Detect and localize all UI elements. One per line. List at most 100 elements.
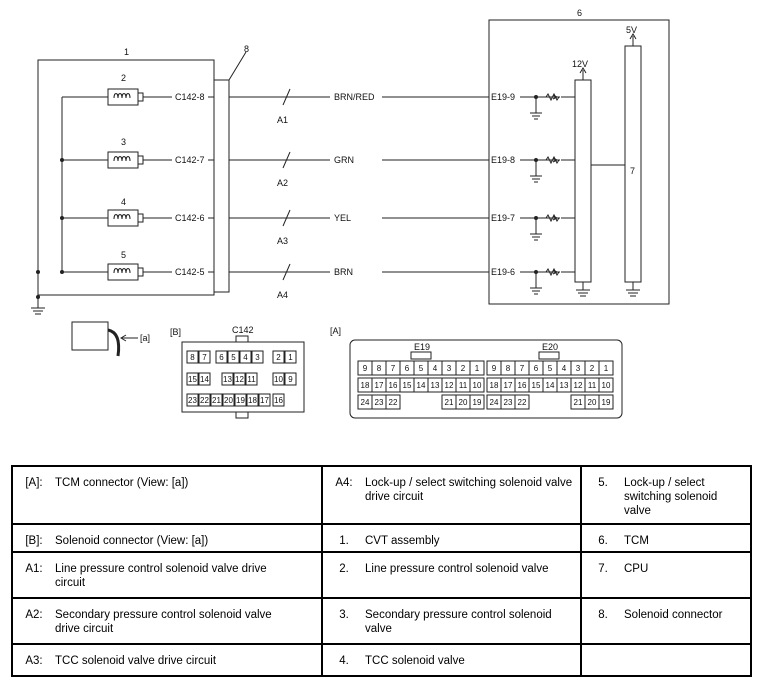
legend-text: Secondary pressure control solenoid valv… (365, 609, 552, 635)
tcm-pin (598, 394, 614, 410)
tcm-pin-number: 22 (389, 398, 398, 407)
tcm-pin-number: 6 (405, 364, 410, 373)
legend-row: A1:Line pressure control solenoid valve … (11, 551, 752, 599)
tcm-pin-number: 14 (417, 381, 426, 390)
c142-pin (233, 372, 246, 386)
c142-pin (251, 350, 264, 364)
tcm-pin (469, 394, 485, 410)
c142-pin-number: 16 (274, 396, 283, 405)
c142-pin (272, 372, 285, 386)
tcm-pin-number: 4 (562, 364, 567, 373)
c142-pin (222, 393, 235, 407)
legend-text: TCM (624, 535, 649, 547)
e19-pin-label: E19-7 (491, 213, 515, 223)
c142-pin-number: 4 (243, 353, 248, 362)
legend-cell: [A]:TCM connector (View: [a]) (11, 465, 323, 525)
legend-text: Solenoid connector (View: [a]) (55, 535, 209, 547)
legend-key: 4. (339, 655, 349, 667)
c142-pin-number: 17 (260, 396, 269, 405)
tcm-pin-number: 9 (363, 364, 368, 373)
tcm-pin-number: 23 (375, 398, 384, 407)
c142-pin (234, 393, 247, 407)
c142-pin-label: C142-8 (175, 92, 205, 102)
c142-pin-label: C142-7 (175, 155, 205, 165)
tcm-pin-number: 20 (588, 398, 597, 407)
c142-pin-number: 2 (276, 353, 281, 362)
legend-cell: 8. Solenoid connector (580, 597, 752, 645)
c142-pin-label: C142-5 (175, 267, 205, 277)
tcm-pin-number: 17 (375, 381, 384, 390)
e19-pin-label: E19-9 (491, 92, 515, 102)
tcm-pin-number: 18 (490, 381, 499, 390)
legend-key: 5. (598, 477, 608, 489)
label-sol4: 4 (121, 197, 126, 207)
tcm-pin-number: 3 (447, 364, 452, 373)
c142-pin-number: 15 (188, 375, 197, 384)
c142-pin-number: 8 (190, 353, 195, 362)
c142-pin (227, 350, 240, 364)
legend-text: TCC solenoid valve drive circuit (55, 655, 217, 667)
tcm-pin-number: 20 (459, 398, 468, 407)
tcm-pin (514, 394, 530, 410)
legend-text: CPU (624, 563, 649, 575)
c142-pin (272, 393, 285, 407)
tcm-pin-number: 15 (403, 381, 412, 390)
tcm-pin-number: 5 (548, 364, 553, 373)
tcm-pin-number: 7 (520, 364, 525, 373)
c142-pin (272, 350, 285, 364)
wire-color-label: GRN (334, 155, 354, 165)
a-tag: [A] (330, 326, 341, 336)
tcm-pin-number: 16 (518, 381, 527, 390)
label-cpu-number: 7 (630, 166, 635, 176)
legend-row: [A]:TCM connector (View: [a])A4:Lock-up … (11, 465, 752, 525)
c142-pin (258, 393, 271, 407)
solenoid-connector-block (213, 79, 230, 293)
tcm-pin-number: 11 (588, 381, 597, 390)
solenoid-circuit-1: C142-8A1 BRN/RED E19-9 (62, 88, 575, 125)
legend-key: [A]: (25, 477, 43, 489)
legend-key: 7. (598, 563, 608, 575)
c142-title: C142 (232, 325, 254, 335)
legend-text: Solenoid connector (624, 609, 723, 621)
tcm-pin-number: 19 (473, 398, 482, 407)
legend-text: Lock-up / select switching solenoid valv… (365, 477, 573, 503)
c142-pin (245, 372, 258, 386)
legend-row: [B]:Solenoid connector (View: [a])1.CVT … (11, 523, 752, 553)
c142-pin-number: 21 (212, 396, 221, 405)
c142-pin-number: 11 (247, 375, 256, 384)
tcm-pin-number: 3 (576, 364, 581, 373)
legend-text: Line pressure control solenoid valve dri… (55, 563, 267, 589)
legend-key: 8. (598, 609, 608, 621)
cpu-bar (624, 45, 642, 283)
legend-cell: A2:Secondary pressure control solenoid v… (11, 597, 323, 645)
tcm-pin-number: 12 (445, 381, 454, 390)
solenoid-valve-icon (107, 263, 139, 281)
legend-cell: 5.Lock-up / select switching solenoid va… (580, 465, 752, 525)
legend-text: TCC solenoid valve (365, 655, 465, 667)
c142-pin-number: 5 (231, 353, 236, 362)
view-a-label: [a] (140, 333, 150, 343)
legend-cell: 6.TCM (580, 523, 752, 553)
c142-pin (210, 393, 223, 407)
tcm-pin-number: 6 (534, 364, 539, 373)
c142-pin (221, 372, 234, 386)
c142-pin-number: 1 (288, 353, 293, 362)
c142-pin-number: 23 (188, 396, 197, 405)
legend-cell (580, 643, 752, 677)
wire-color-label: BRN/RED (334, 92, 375, 102)
legend-text: Line pressure control solenoid valve (365, 563, 549, 575)
e19-title: E19 (414, 342, 430, 352)
tcm-pin-number: 23 (504, 398, 513, 407)
c142-pin (198, 372, 211, 386)
e19-pin-label: E19-6 (491, 267, 515, 277)
tcm-pin (598, 360, 614, 376)
tcm-pin-number: 16 (389, 381, 398, 390)
circuit-label: A1 (277, 115, 288, 125)
c142-pin-number: 7 (202, 353, 207, 362)
tcm-box (488, 19, 670, 305)
label-sol5: 5 (121, 250, 126, 260)
